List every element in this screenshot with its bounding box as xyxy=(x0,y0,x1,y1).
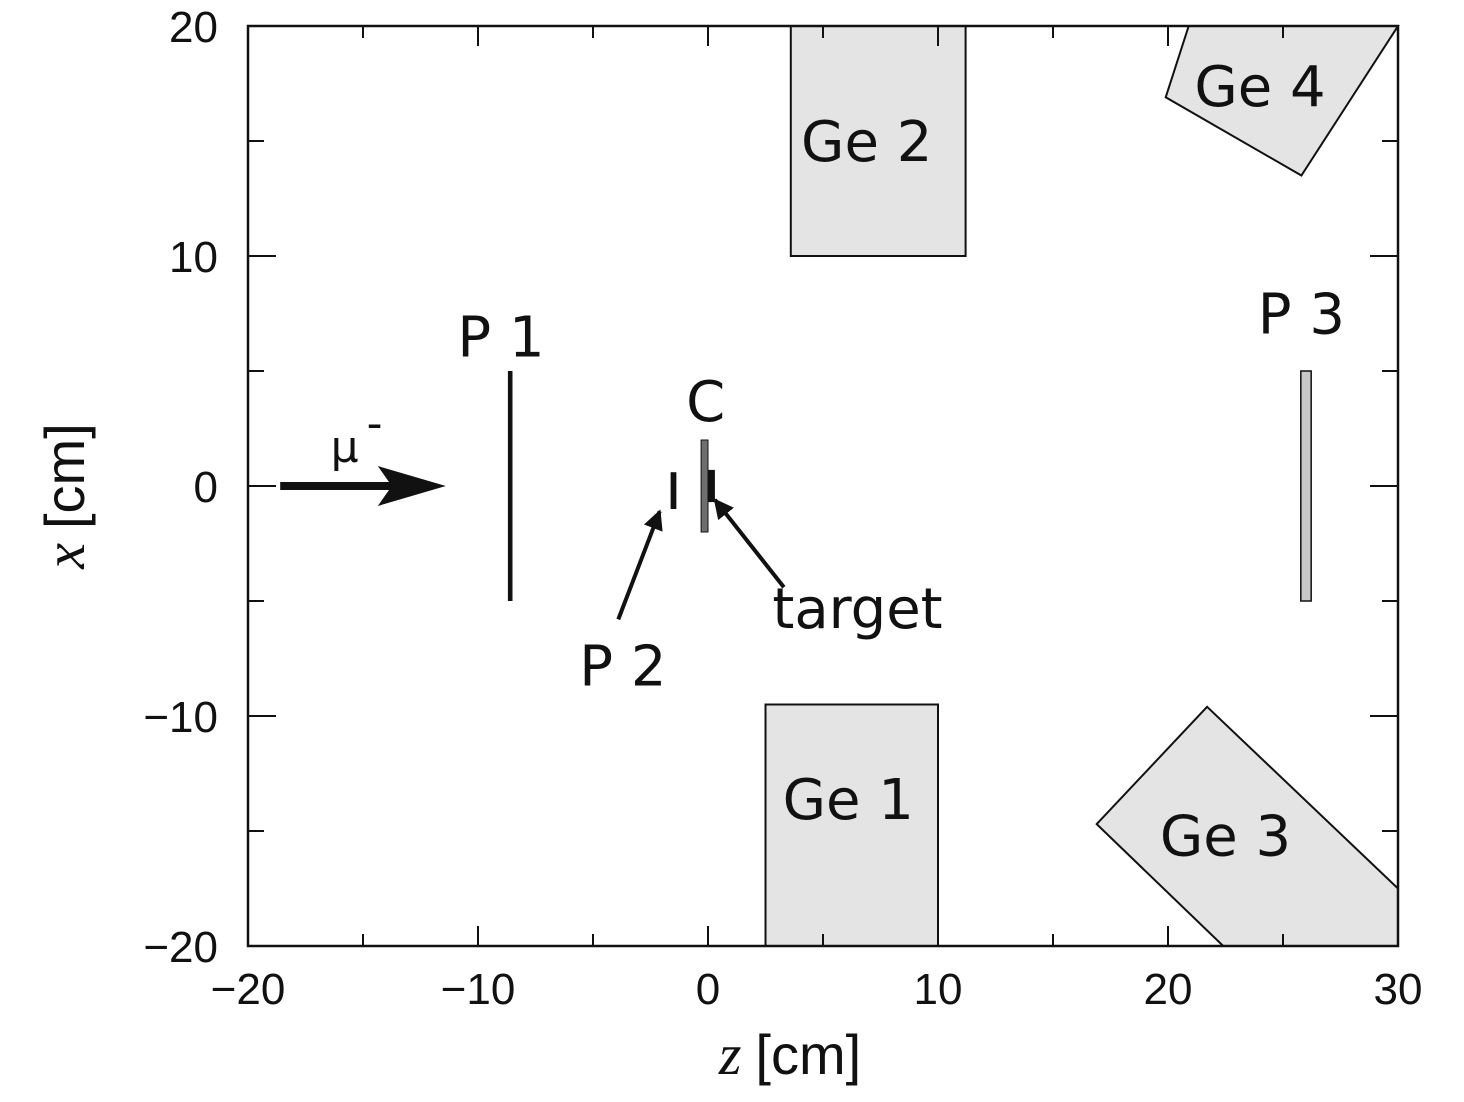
y-tick-label: −20 xyxy=(143,923,218,972)
y-tick-label: 10 xyxy=(169,233,218,282)
y-tick-label: −10 xyxy=(143,693,218,742)
x-tick-label: 10 xyxy=(914,965,963,1014)
plane-p-2 xyxy=(670,472,677,509)
pointer-arrow xyxy=(616,509,663,621)
plane-label-p-3: P 3 xyxy=(1258,283,1345,348)
plane-label-p-2: P 2 xyxy=(579,634,666,699)
x-tick-label: 20 xyxy=(1144,965,1193,1014)
x-axis-title: z[cm] xyxy=(718,1022,861,1087)
target xyxy=(708,469,715,503)
detector-label-ge-4: Ge 4 xyxy=(1194,55,1325,120)
plane-label-p-1: P 1 xyxy=(457,306,544,371)
muon-beam-arrow-head xyxy=(377,466,446,506)
x-tick-label: −20 xyxy=(211,965,286,1014)
target-label: target xyxy=(772,577,942,642)
muon-label: μ xyxy=(331,422,359,473)
y-tick-label: 0 xyxy=(194,463,218,512)
plane-p-1 xyxy=(507,371,513,601)
collimator xyxy=(700,439,709,533)
x-axis-variable: z xyxy=(718,1022,742,1087)
y-axis-variable: x xyxy=(32,543,97,570)
detector-label-ge-1: Ge 1 xyxy=(783,768,914,833)
y-tick-label: 20 xyxy=(169,3,218,52)
muon-charge-superscript: - xyxy=(367,398,383,449)
x-tick-label: 0 xyxy=(696,965,720,1014)
plane-p-3 xyxy=(1300,370,1312,602)
pointer-arrow xyxy=(713,498,786,589)
detector-label-ge-3: Ge 3 xyxy=(1160,805,1291,870)
x-axis-unit: [cm] xyxy=(755,1023,861,1086)
y-axis-title: x [cm] xyxy=(32,423,97,570)
y-axis-unit: [cm] xyxy=(33,423,96,529)
x-tick-label: −10 xyxy=(441,965,516,1014)
collimator-label: C xyxy=(686,370,725,435)
x-tick-label: 30 xyxy=(1374,965,1423,1014)
detector-label-ge-2: Ge 2 xyxy=(801,110,932,175)
